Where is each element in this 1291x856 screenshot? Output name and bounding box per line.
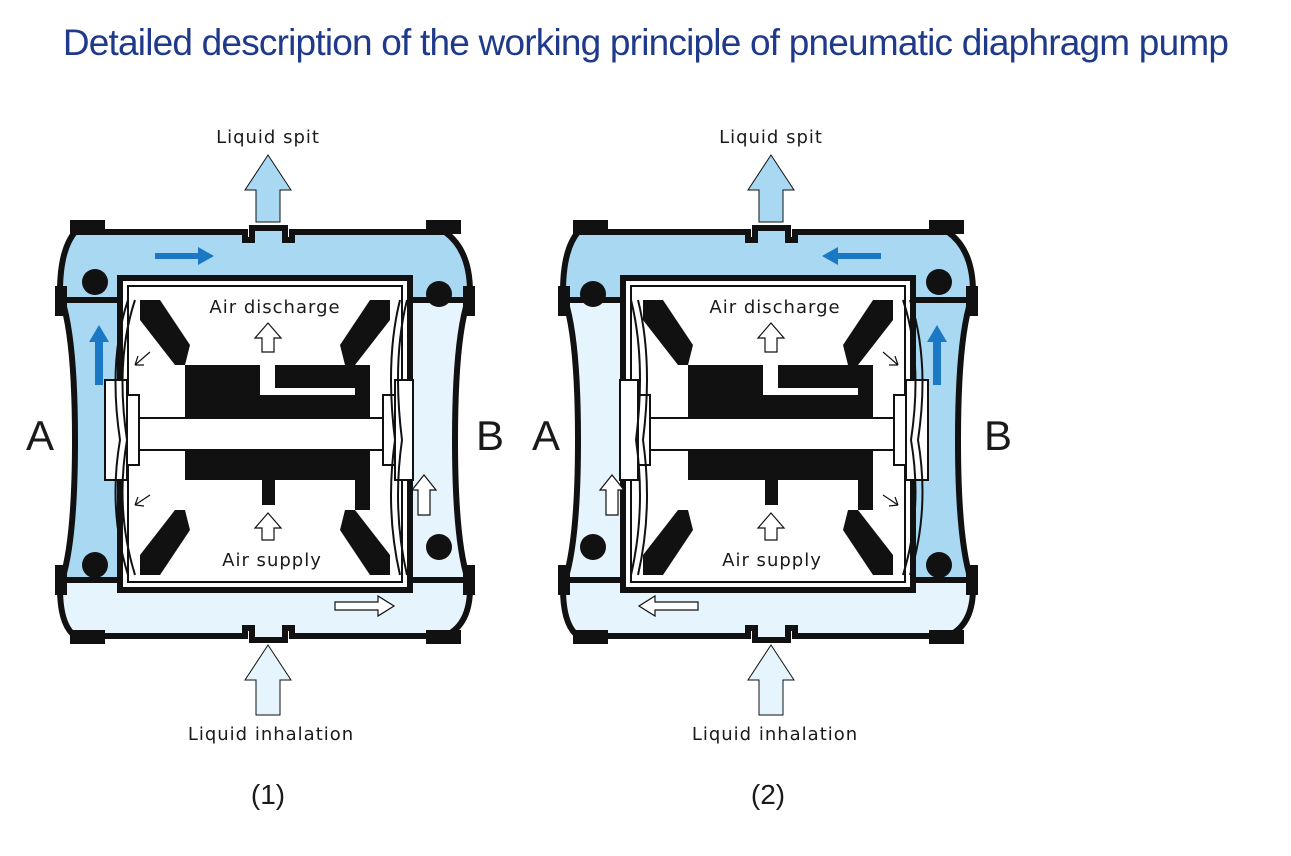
check-ball-top-right — [426, 281, 452, 307]
connecting-shaft — [134, 417, 396, 451]
page-title: Detailed description of the working prin… — [62, 22, 1229, 63]
caption-2: (2) — [751, 779, 785, 810]
check-ball-bottom-left — [82, 552, 108, 578]
pump-diagram-2: Liquid spit Air discharge Air supply Liq… — [532, 127, 1012, 810]
diaphragm-b — [390, 299, 401, 576]
flow-arrow-right-up — [927, 325, 947, 385]
side-label-b: B — [984, 412, 1012, 459]
check-ball-top-left — [82, 269, 108, 295]
chamber-b — [397, 297, 473, 583]
liquid-in-arrow — [747, 644, 795, 716]
diaphragm-b — [902, 299, 917, 576]
liquid-in-arrow — [244, 644, 292, 716]
connecting-shaft — [637, 417, 899, 451]
label-liquid-spit: Liquid spit — [719, 127, 823, 148]
check-ball-top-right — [926, 269, 952, 295]
label-air-discharge: Air discharge — [209, 297, 340, 318]
bottom-manifold — [560, 577, 976, 643]
label-air-supply: Air supply — [722, 550, 822, 571]
bottom-manifold — [57, 577, 473, 643]
label-liquid-spit: Liquid spit — [216, 127, 320, 148]
liquid-out-arrow — [747, 154, 795, 223]
diaphragm-a — [114, 299, 129, 576]
liquid-out-arrow — [244, 154, 292, 223]
air-discharge-arrow — [756, 322, 786, 353]
pump-diagram-1: Liquid spit Air discharge Air supply Liq… — [26, 127, 504, 810]
chamber-b — [900, 297, 976, 583]
flow-arrow-left-up — [89, 325, 109, 385]
check-ball-top-left — [580, 281, 606, 307]
label-liquid-inhalation: Liquid inhalation — [692, 724, 858, 745]
label-air-discharge: Air discharge — [709, 297, 840, 318]
flow-arrow-top — [822, 247, 881, 265]
air-supply-arrow — [253, 512, 283, 541]
check-ball-bottom-right — [926, 552, 952, 578]
caption-1: (1) — [251, 779, 285, 810]
label-air-supply: Air supply — [222, 550, 322, 571]
side-label-a: A — [26, 412, 54, 459]
air-discharge-arrow — [253, 322, 283, 353]
check-ball-bottom-left — [580, 534, 606, 560]
air-supply-arrow — [756, 512, 786, 541]
label-liquid-inhalation: Liquid inhalation — [188, 724, 354, 745]
flow-arrow-top — [155, 247, 214, 265]
side-label-b: B — [476, 412, 504, 459]
diaphragm-a — [630, 299, 641, 576]
side-label-a: A — [532, 412, 560, 459]
check-ball-bottom-right — [426, 534, 452, 560]
